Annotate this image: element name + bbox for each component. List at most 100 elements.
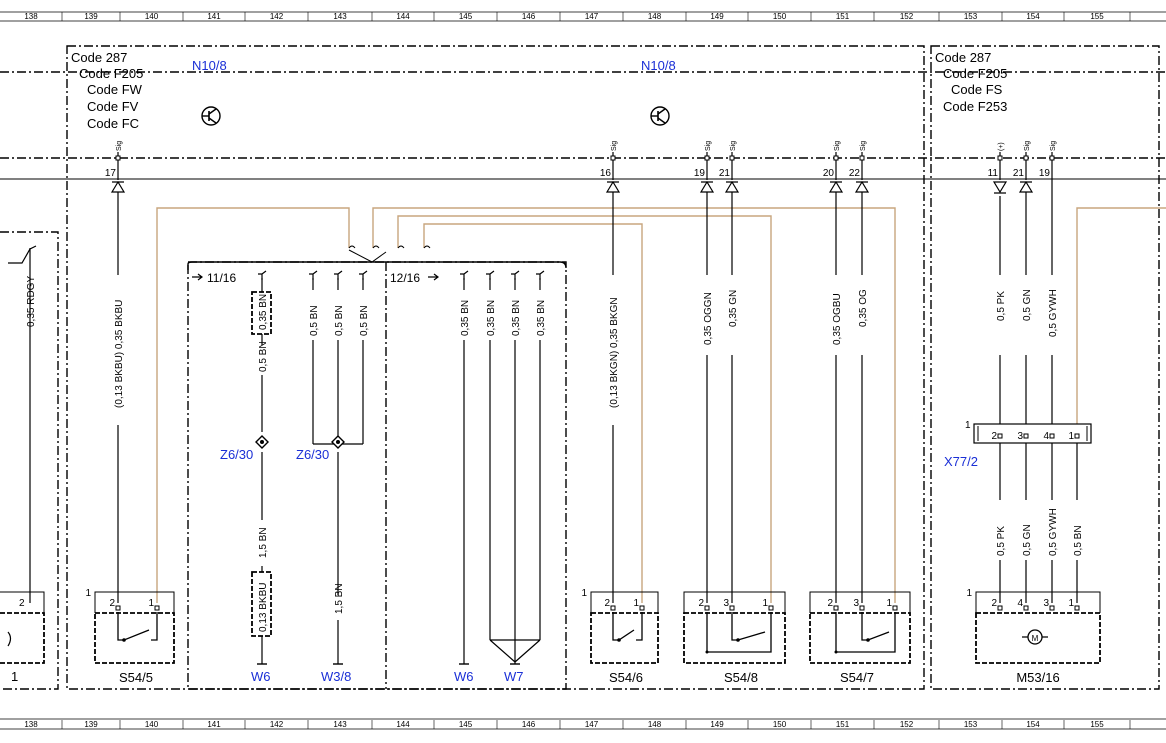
wire-label-bn035_3: 0,35 BN [511, 300, 522, 336]
ruler-cell: 140 [145, 720, 159, 729]
n10-8-label-right: N10/8 [641, 58, 676, 73]
ruler-cell: 155 [1090, 12, 1104, 21]
wire-end-icon [334, 270, 343, 280]
component-s545-label: S54/5 [119, 670, 153, 685]
component-one: 1 [581, 588, 587, 599]
component-s548-label: S54/8 [724, 670, 758, 685]
ruler-cell: 154 [1026, 12, 1040, 21]
wire-end-icon [511, 270, 520, 280]
component-pin: 2 [991, 598, 997, 609]
pin-number: 11 [988, 168, 999, 179]
z6-30-node-right: Z6/30 [296, 435, 345, 462]
signal-in-arrow-icon [828, 180, 844, 193]
pin-signal-label: Sig [730, 141, 737, 151]
ruler-cell: 150 [773, 12, 787, 21]
ruler-cell: 144 [396, 12, 410, 21]
pin-number: 21 [1013, 168, 1025, 179]
ruler-cell: 138 [24, 720, 38, 729]
signal-out-arrow-icon [992, 181, 1008, 194]
signal-in-arrow-icon [110, 180, 126, 193]
component-s547-label: S54/7 [840, 670, 874, 685]
ruler-cell: 142 [270, 720, 284, 729]
pin-number: 21 [719, 168, 731, 179]
ruler-cell: 154 [1026, 720, 1040, 729]
ruler-cell: 138 [24, 12, 38, 21]
component-pin: 1 [1068, 598, 1074, 609]
wire-label-bkbu_box: 0,13 BKBU [258, 583, 269, 632]
left-module-codes: Code 287 Code F205 Code FW Code FV Code … [71, 50, 143, 131]
pin-signal-label: Sig [860, 141, 867, 151]
component-one: 1 [966, 588, 972, 599]
wire-label-bn_b: 0,5 BN [334, 305, 345, 336]
wire-label-bn035_4: 0,35 BN [536, 300, 547, 336]
ruler-cell: 140 [145, 12, 159, 21]
right-module-frame [930, 45, 1160, 690]
switch-icon [706, 612, 772, 653]
component-m5316-label: M53/16 [1016, 670, 1059, 685]
wire-end-icon [486, 270, 495, 280]
signal-in-arrow-icon [699, 180, 715, 193]
connector-x77-2: 1 X77/2 [944, 420, 1092, 469]
ground-bracket [187, 245, 567, 270]
wire-label-bn035_1: 0,35 BN [460, 300, 471, 336]
ruler-cell: 151 [836, 720, 850, 729]
pin-number: 19 [1039, 168, 1051, 179]
ruler-cell: 139 [84, 12, 98, 21]
wire-label-bkbu: (0,13 BKBU) 0,35 BKBU [114, 300, 125, 408]
wire-label-bn15b: 1,5 BN [334, 583, 345, 614]
left-code-4: Code FC [87, 116, 139, 131]
signal-in-arrow-icon [605, 180, 621, 193]
ruler-cell: 152 [900, 720, 914, 729]
connector-label: X77/2 [944, 454, 978, 469]
ruler-cell: 150 [773, 720, 787, 729]
ruler-cell: 149 [710, 720, 724, 729]
ruler-cell: 152 [900, 12, 914, 21]
ground-block-frame [187, 261, 567, 690]
ruler-cell: 141 [207, 12, 221, 21]
ground-w3-8: W3/8 [321, 669, 351, 684]
wire-label-gywh_top: 0,5 GYWH [1048, 289, 1059, 337]
signal-wires [29, 180, 1078, 603]
transistor-icon [201, 106, 221, 126]
component-pin: 3 [853, 598, 859, 609]
ground-block-wiring [261, 278, 541, 664]
switch-icon [612, 612, 643, 641]
ground-w6-left: W6 [251, 669, 271, 684]
component-pin: 1 [633, 598, 639, 609]
wire-end-icon [359, 270, 368, 280]
ruler-cell: 151 [836, 12, 850, 21]
pin-signal-label: (+) [998, 142, 1005, 151]
wire-label-bkgn: (0,13 BKGN) 0,35 BKGN [609, 297, 620, 408]
wire-label-bn_bot: 0,5 BN [1073, 525, 1084, 556]
wire-label-bn_box: 0,35 BN [258, 294, 269, 330]
wire-end-icon [258, 270, 267, 280]
right-code-0: Code 287 [935, 50, 991, 65]
wire-label-bn_05: 0,5 BN [258, 341, 269, 372]
switch-icon [117, 612, 158, 641]
rdgy-wire-top [8, 245, 37, 264]
component-pin: 2 [604, 598, 610, 609]
left-code-2: Code FW [87, 82, 143, 97]
tan-wires [156, 207, 1166, 603]
connector-one: 1 [965, 420, 971, 431]
pin-signal-label: Sig [834, 141, 841, 151]
left-partial-one: 1 [11, 669, 18, 684]
component-s546-label: S54/6 [609, 670, 643, 685]
ruler-cell: 148 [648, 12, 662, 21]
signal-in-arrow-icon [1018, 180, 1034, 193]
ruler-cell: 146 [522, 720, 536, 729]
wire-label-gywh_bot: 0,5 GYWH [1048, 508, 1059, 556]
pin-signal-label: Sig [1024, 141, 1031, 151]
wire-label-bn035_2: 0,35 BN [486, 300, 497, 336]
wire-label-rdgy: 0,35 RDGY [26, 276, 37, 327]
right-code-2: Code FS [951, 82, 1003, 97]
ruler-cell: 142 [270, 12, 284, 21]
pin-signal-label: Sig [116, 141, 123, 151]
wire-label-bn_a: 0,5 BN [309, 305, 320, 336]
left-partial-frame [0, 231, 59, 690]
connector-pin: 1 [1068, 431, 1074, 442]
ruler-cell: 149 [710, 12, 724, 21]
ground-w7: W7 [504, 669, 524, 684]
